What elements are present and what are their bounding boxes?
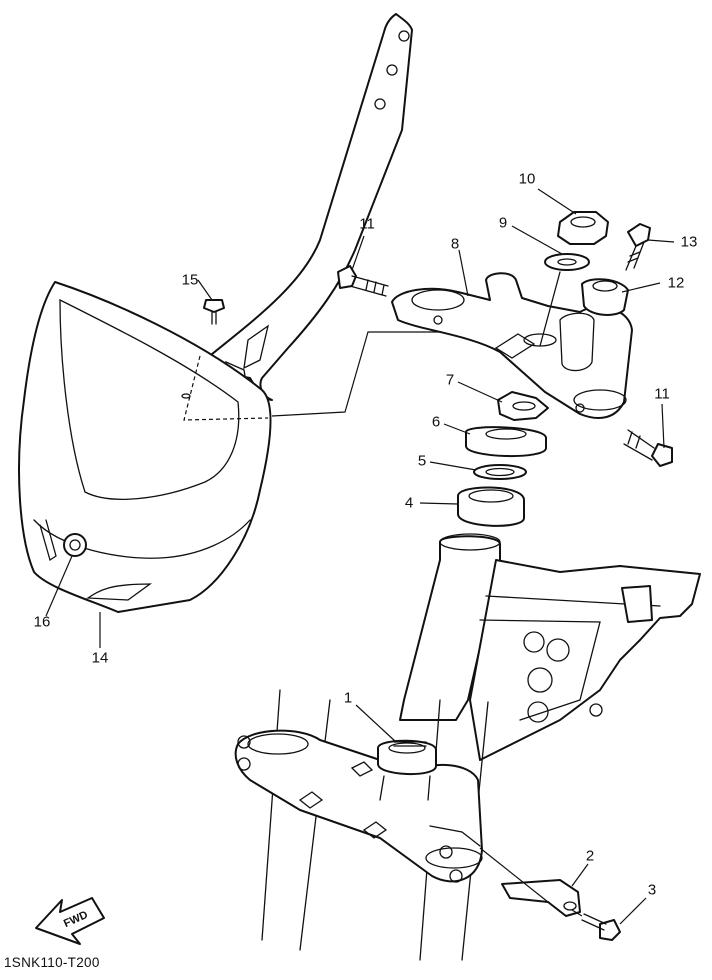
bracket-hole-3 bbox=[374, 98, 386, 110]
callout-14: 14 bbox=[91, 649, 109, 667]
callout-12: 12 bbox=[667, 274, 685, 292]
callout-7: 7 bbox=[445, 371, 455, 389]
bracket-hole-1 bbox=[398, 30, 410, 42]
callout-3: 3 bbox=[647, 881, 657, 899]
bolt-15 bbox=[203, 299, 225, 325]
bracket-boss-1 bbox=[298, 791, 324, 809]
callout-8: 8 bbox=[450, 235, 460, 253]
washer-9-hole bbox=[557, 258, 577, 266]
callout-11-left: 11 bbox=[359, 215, 375, 233]
fork-tube-left bbox=[261, 689, 331, 951]
handlebar-holder bbox=[581, 278, 629, 316]
callout-15: 15 bbox=[181, 271, 199, 289]
fwd-arrow-icon bbox=[35, 897, 105, 945]
number-plate-assembly bbox=[18, 13, 413, 613]
plate-side-vent bbox=[39, 519, 57, 562]
bolt-3 bbox=[571, 909, 621, 941]
frame-bracket bbox=[621, 585, 653, 623]
number-plate bbox=[18, 281, 272, 613]
holder-bore bbox=[592, 280, 618, 292]
drawing-code: 1SNK110-T200 bbox=[4, 955, 100, 970]
pinch-bolt-hole-right bbox=[575, 403, 585, 413]
pinch-bolt-hole-left bbox=[433, 315, 443, 325]
stem-axis-line bbox=[539, 271, 561, 347]
bearing-1-rollers bbox=[393, 741, 427, 747]
bracket-pad bbox=[494, 333, 536, 359]
plate-lower-vent bbox=[86, 583, 152, 601]
bolt-11-right bbox=[623, 429, 673, 467]
callout-6: 6 bbox=[431, 413, 441, 431]
under-bracket bbox=[234, 729, 483, 883]
bolt-13 bbox=[625, 223, 651, 271]
plate-bracket bbox=[194, 13, 413, 401]
clamp-left-hole bbox=[411, 289, 465, 311]
callout-13: 13 bbox=[680, 233, 698, 251]
callout-10: 10 bbox=[518, 170, 536, 188]
stem-shaft bbox=[379, 775, 431, 801]
frame-section bbox=[399, 533, 701, 761]
callout-5: 5 bbox=[417, 452, 427, 470]
callout-leaders bbox=[45, 188, 675, 925]
fork-clamp-left bbox=[247, 733, 309, 755]
pinch-bolt-1 bbox=[237, 735, 251, 749]
plate-inner-panel bbox=[59, 298, 240, 500]
main-frame bbox=[469, 559, 701, 761]
bolt-11-left bbox=[337, 265, 389, 297]
bracket-boss-3 bbox=[362, 821, 388, 839]
frame-gusset bbox=[479, 619, 601, 721]
callout-9: 9 bbox=[498, 214, 508, 232]
pinch-bolt-2 bbox=[237, 757, 251, 771]
seal-6 bbox=[465, 426, 547, 458]
gusset-hole-4 bbox=[527, 701, 549, 723]
cable-guide-2 bbox=[501, 879, 581, 917]
callout-4: 4 bbox=[404, 494, 414, 512]
guide-mount-leader bbox=[479, 847, 549, 903]
emblem-center-icon bbox=[69, 539, 81, 551]
callout-16: 16 bbox=[33, 613, 51, 631]
ring-nut-7 bbox=[497, 391, 549, 421]
nut-10 bbox=[557, 211, 609, 245]
head-pipe-top bbox=[439, 533, 501, 551]
bearing-4 bbox=[457, 486, 525, 527]
pinch-bolt-4 bbox=[439, 845, 453, 859]
bearing-stack bbox=[457, 391, 549, 527]
plate-to-bracket-leader bbox=[271, 331, 500, 417]
alignment-dash-line bbox=[183, 355, 269, 421]
lower-bracket-assembly bbox=[234, 689, 489, 961]
washer-5 bbox=[473, 464, 527, 480]
cable-guide-mount bbox=[429, 825, 481, 847]
bracket-boss-2 bbox=[350, 761, 374, 777]
callout-11-right: 11 bbox=[654, 385, 670, 403]
upper-bracket-assembly bbox=[337, 211, 673, 467]
cable-guide-assembly bbox=[479, 847, 621, 941]
yamaha-emblem bbox=[63, 533, 87, 557]
washer-9 bbox=[544, 253, 590, 271]
gusset-hole-3 bbox=[527, 667, 553, 693]
callout-1: 1 bbox=[343, 689, 353, 707]
gusset-hole-2 bbox=[546, 638, 570, 662]
fork-clamp-right bbox=[425, 847, 483, 869]
head-pipe bbox=[399, 535, 501, 721]
callout-2: 2 bbox=[585, 847, 595, 865]
handlebar-riser bbox=[559, 312, 595, 372]
gusset-hole-1 bbox=[523, 631, 545, 653]
alignment-hole-marker bbox=[181, 393, 191, 399]
bracket-hole-2 bbox=[386, 64, 398, 76]
clamp-right-hole bbox=[573, 389, 627, 411]
pinch-bolt-3 bbox=[449, 869, 463, 883]
frame-bolt bbox=[589, 703, 603, 717]
bracket-slot bbox=[243, 324, 270, 370]
